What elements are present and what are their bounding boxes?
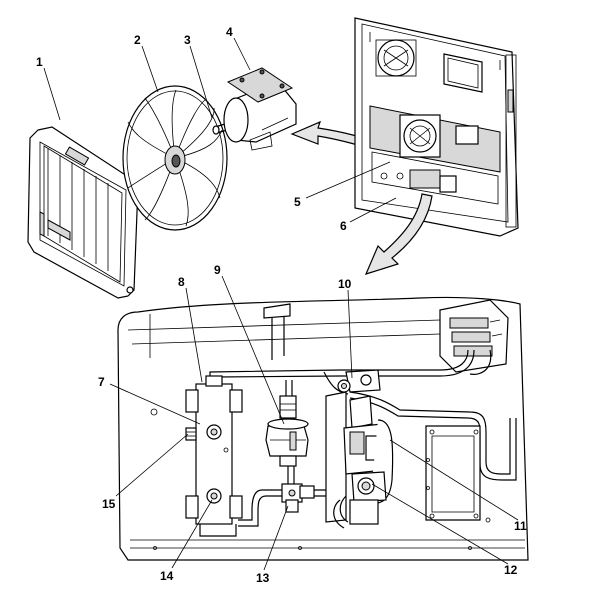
terminal-connector-block	[439, 299, 509, 375]
callout-4: 4	[226, 25, 233, 39]
callout-14: 14	[160, 569, 174, 583]
mounting-bracket	[263, 303, 291, 360]
callout-12: 12	[504, 563, 518, 577]
service-valve	[281, 483, 315, 513]
callout-3: 3	[184, 33, 191, 47]
access-cover-plate	[425, 425, 481, 521]
callout-5: 5	[294, 195, 301, 209]
callout-11: 11	[514, 519, 527, 533]
detail-view-frame	[117, 296, 529, 561]
valve-assembly	[325, 369, 394, 529]
callout-8: 8	[178, 275, 185, 289]
lower-direction-arrow	[364, 193, 433, 275]
leader-lines	[43, 37, 519, 571]
callout-1: 1	[36, 55, 43, 69]
receiver-tank	[185, 375, 243, 537]
fan-grille-frame	[27, 126, 139, 299]
callout-13: 13	[256, 571, 270, 585]
callout-2: 2	[134, 33, 141, 47]
fan-motor	[212, 67, 297, 151]
unit-housing	[354, 17, 519, 237]
filter-drier	[265, 395, 309, 467]
callout-numbers: 1 2 3 4 5 6 7 8 9 10 11 12 13 14 15	[36, 25, 527, 585]
callout-15: 15	[102, 497, 116, 511]
fan-blade	[122, 85, 228, 231]
callout-6: 6	[340, 219, 347, 233]
frame-holes	[150, 408, 491, 523]
callout-7: 7	[98, 375, 105, 389]
callout-10: 10	[338, 277, 352, 291]
callout-9: 9	[214, 263, 221, 277]
